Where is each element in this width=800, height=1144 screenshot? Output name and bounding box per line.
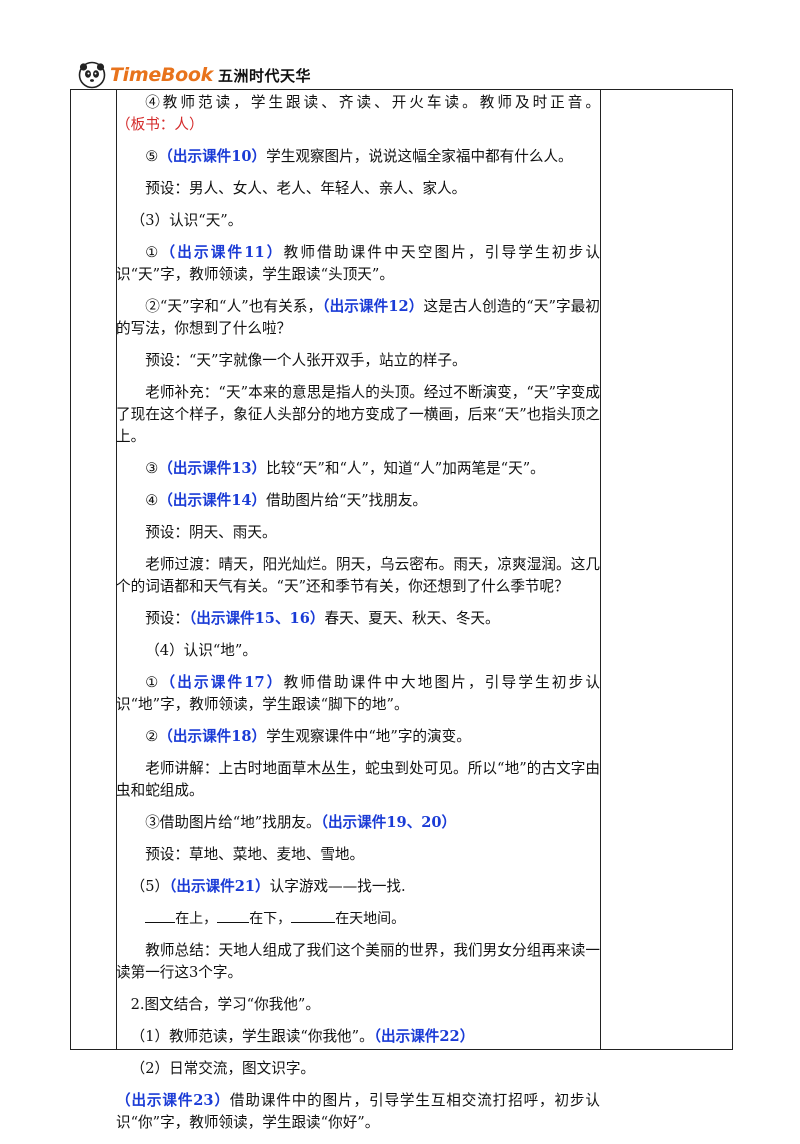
paragraph: ①（出示课件17）教师借助课件中大地图片，引导学生初步认识“地”字，教师领读，学… [116, 672, 600, 716]
fill-sentence-text: 在下， [249, 911, 292, 927]
paragraph: 预设：草地、菜地、麦地、雪地。 [116, 844, 600, 866]
paragraph-text: 这是古人创造的“天”字最初的写法，你想到了什么啦？ [116, 298, 600, 337]
paragraph-text: （4）认识“地”。 [145, 642, 257, 659]
panda-face-icon [78, 61, 106, 89]
lesson-table [70, 90, 733, 1050]
courseware-reference: （出示课件13） [158, 460, 267, 477]
brand-name-en: TimeBook [110, 64, 213, 86]
paragraph-text: ②“天”字和“人”也有关系， [145, 298, 323, 315]
paragraph: 老师讲解：上古时地面草木丛生，蛇虫到处可见。所以“地”的古文字由虫和蛇组成。 [116, 758, 600, 802]
board-note: （板书：人） [116, 116, 204, 133]
paragraph-text: 老师补充：“天”本来的意思是指人的头顶。经过不断演变，“天”字变成了现在这个样子… [116, 384, 600, 445]
paragraph: ⑤（出示课件10）学生观察图片，说说这幅全家福中都有什么人。 [116, 146, 600, 168]
header-rule [70, 89, 733, 90]
fill-blank [291, 908, 336, 923]
column-divider [116, 90, 117, 1049]
paragraph: ①（出示课件11）教师借助课件中天空图片，引导学生初步认识“天”字，教师领读，学… [116, 242, 600, 286]
paragraph: 预设：“天”字就像一个人张开双手，站立的样子。 [116, 350, 600, 372]
brand-name-cn: 五洲时代天华 [217, 66, 311, 85]
paragraph-text: 预设：阴天、雨天。 [145, 524, 277, 541]
paragraph-text: 借助课件中的图片，引导学生互相交流打招呼，初步认识“你”字，教师领读，学生跟读“… [116, 1092, 600, 1131]
paragraph-text: 春天、夏天、秋天、冬天。 [324, 610, 500, 627]
paragraph-text: ① [145, 244, 161, 261]
paragraph-text: 教师借助课件中天空图片，引导学生初步认识“天”字，教师领读，学生跟读“头顶天”。 [116, 244, 600, 283]
lesson-content: ④教师范读，学生跟读、齐读、开火车读。教师及时正音。 （板书：人） ⑤（出示课件10… [116, 90, 600, 1144]
paragraph-text: 预设：草地、菜地、麦地、雪地。 [145, 846, 365, 863]
courseware-reference: （出示课件11） [160, 244, 284, 261]
paragraph: ④（出示课件14）借助图片给“天”找朋友。 [116, 490, 600, 512]
courseware-reference: （出示课件17） [160, 674, 284, 691]
courseware-reference: （出示课件19、20） [320, 814, 457, 831]
paragraph: （4）认识“地”。 [116, 640, 600, 662]
courseware-reference: （出示课件23） [116, 1092, 230, 1109]
paragraph-text: 认字游戏——找一找. [269, 878, 406, 895]
courseware-reference: （出示课件18） [158, 728, 267, 745]
paragraph-text: 教师借助课件中大地图片，引导学生初步认识“地”字，教师领读，学生跟读“脚下的地”… [116, 674, 600, 713]
paragraph-text: 比较“天”和“人”，知道“人”加两笔是“天”。 [266, 460, 545, 477]
fill-sentence-text: 在天地间。 [335, 911, 406, 927]
courseware-reference: （出示课件15、16） [188, 610, 325, 627]
paragraph-text: （2）日常交流，图文识字。 [130, 1060, 316, 1077]
courseware-reference: （出示课件10） [158, 148, 267, 165]
paragraph-text: ③借助图片给“地”找朋友。 [145, 814, 321, 831]
paragraph-text: 预设：“天”字就像一个人张开双手，站立的样子。 [145, 352, 467, 369]
paragraph-text: 预设：男人、女人、老人、年轻人、亲人、家人。 [145, 180, 467, 197]
courseware-reference: （出示课件12） [322, 298, 424, 315]
header-logo: TimeBook 五洲时代天华 [78, 58, 311, 92]
paragraph: （3）认识“天”。 [116, 210, 600, 232]
paragraph: 在上， 在下， 在天地间。 [116, 908, 600, 930]
paragraph: ④教师范读，学生跟读、齐读、开火车读。教师及时正音。 （板书：人） [116, 92, 600, 136]
paragraph-text: （3）认识“天”。 [130, 212, 243, 229]
paragraph-text: ④ [145, 492, 159, 509]
column-divider [600, 90, 601, 1049]
paragraph: 2.图文结合，学习“你我他”。 [116, 994, 600, 1016]
paragraph: ②“天”字和“人”也有关系，（出示课件12）这是古人创造的“天”字最初的写法，你… [116, 296, 600, 340]
fill-sentence-text: 在上， [175, 911, 218, 927]
paragraph: 老师补充：“天”本来的意思是指人的头顶。经过不断演变，“天”字变成了现在这个样子… [116, 382, 600, 448]
paragraph: （出示课件23）借助课件中的图片，引导学生互相交流打招呼，初步认识“你”字，教师… [116, 1090, 600, 1134]
paragraph-text: 预设： [145, 610, 189, 627]
paragraph-text: 借助图片给“天”找朋友。 [266, 492, 428, 509]
paragraph: 预设：（出示课件15、16）春天、夏天、秋天、冬天。 [116, 608, 600, 630]
paragraph: ③（出示课件13）比较“天”和“人”，知道“人”加两笔是“天”。 [116, 458, 600, 480]
paragraph-text: 学生观察课件中“地”字的演变。 [266, 728, 471, 745]
paragraph-text: ⑤ [145, 148, 159, 165]
paragraph: ③借助图片给“地”找朋友。（出示课件19、20） [116, 812, 600, 834]
courseware-reference: （出示课件22） [373, 1028, 475, 1045]
fill-blank [217, 908, 250, 923]
paragraph: 预设：男人、女人、老人、年轻人、亲人、家人。 [116, 178, 600, 200]
paragraph: （2）日常交流，图文识字。 [116, 1058, 600, 1080]
courseware-reference: （出示课件21） [169, 878, 270, 895]
paragraph-text: 老师过渡：晴天，阳光灿烂。阴天，乌云密布。雨天，凉爽湿润。这几个的词语都和天气有… [116, 556, 600, 595]
courseware-reference: （出示课件14） [158, 492, 267, 509]
paragraph-text: （5） [130, 878, 170, 895]
paragraph-text: 教师总结：天地人组成了我们这个美丽的世界，我们男女分组再来读一读第一行这3个字。 [116, 942, 600, 981]
paragraph: 老师过渡：晴天，阳光灿烂。阴天，乌云密布。雨天，凉爽湿润。这几个的词语都和天气有… [116, 554, 600, 598]
paragraph-text: 老师讲解：上古时地面草木丛生，蛇虫到处可见。所以“地”的古文字由虫和蛇组成。 [116, 760, 600, 799]
paragraph: （5）（出示课件21）认字游戏——找一找. [116, 876, 600, 898]
paragraph: （1）教师范读，学生跟读“你我他”。（出示课件22） [116, 1026, 600, 1048]
paragraph-text: ④教师范读，学生跟读、齐读、开火车读。教师及时正音。 [145, 94, 600, 111]
paragraph: ②（出示课件18）学生观察课件中“地”字的演变。 [116, 726, 600, 748]
paragraph-text: ① [145, 674, 161, 691]
fill-blank [145, 908, 176, 923]
paragraph: 预设：阴天、雨天。 [116, 522, 600, 544]
paragraph-text: ③ [145, 460, 159, 477]
paragraph-text: 2.图文结合，学习“你我他”。 [130, 996, 320, 1013]
paragraph-text: ② [145, 728, 159, 745]
paragraph: 教师总结：天地人组成了我们这个美丽的世界，我们男女分组再来读一读第一行这3个字。 [116, 940, 600, 984]
paragraph-text: （1）教师范读，学生跟读“你我他”。 [130, 1028, 374, 1045]
paragraph-text: 学生观察图片，说说这幅全家福中都有什么人。 [266, 148, 573, 165]
